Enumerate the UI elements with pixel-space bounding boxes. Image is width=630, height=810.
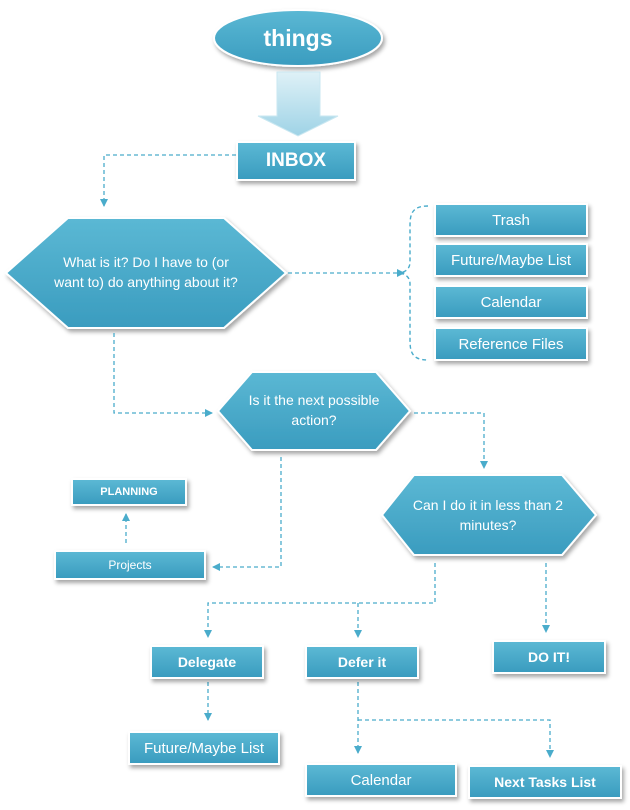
- projects-box: Projects: [54, 550, 206, 580]
- decision-hexagon-two-minutes: [380, 474, 598, 556]
- connector-two-min-to-delegate: [204, 563, 436, 638]
- calendar-box-bottom: Calendar: [305, 763, 457, 797]
- bracket-non-actionable: [399, 205, 429, 361]
- connector-next-to-two-min: [414, 412, 488, 469]
- inbox-box: INBOX: [236, 141, 356, 181]
- planning-box: PLANNING: [71, 478, 187, 506]
- connector-what-to-next: [113, 333, 213, 417]
- next-tasks-list-box: Next Tasks List: [468, 765, 622, 799]
- connector-defer-to-next-tasks: [358, 719, 554, 758]
- trash-box: Trash: [434, 203, 588, 237]
- start-label: things: [263, 24, 333, 51]
- connector-inbox-to-what: [100, 154, 236, 207]
- decision-next-action-text: Is it the next possible action?: [248, 391, 380, 428]
- connector-next-to-projects: [212, 457, 282, 571]
- decision-hexagon-next-action: [216, 371, 412, 451]
- start-oval: [213, 9, 383, 67]
- future-maybe-list-box-bottom: Future/Maybe List: [128, 731, 280, 765]
- calendar-box-top: Calendar: [434, 285, 588, 319]
- future-maybe-list-box: Future/Maybe List: [434, 243, 588, 277]
- delegate-box: Delegate: [150, 645, 264, 679]
- decision-two-minutes-text: Can I do it in less than 2 minutes?: [412, 496, 564, 533]
- reference-files-box: Reference Files: [434, 327, 588, 361]
- down-arrow-icon: [257, 71, 339, 137]
- defer-it-box: Defer it: [305, 645, 419, 679]
- do-it-box: DO IT!: [492, 640, 606, 674]
- decision-hexagon-what-is-it: [4, 217, 288, 329]
- decision-what-is-it-text: What is it? Do I have to (or want to) do…: [54, 253, 238, 290]
